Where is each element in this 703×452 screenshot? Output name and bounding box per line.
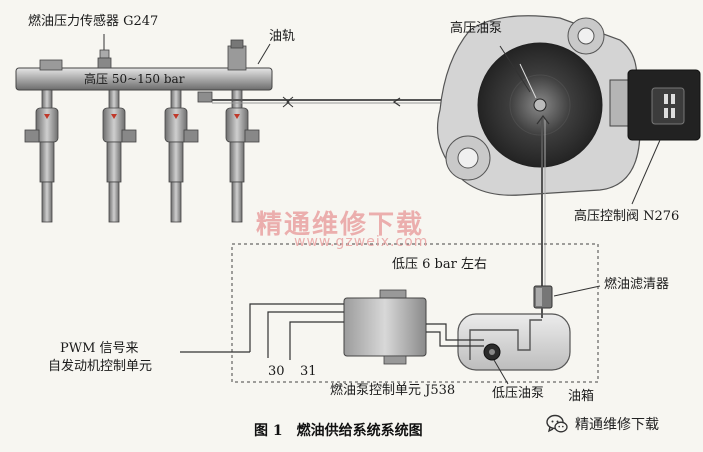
label-fuel-filter: 燃油滤清器 bbox=[604, 277, 670, 292]
rail-leader-line bbox=[257, 43, 271, 65]
high-pressure-pump bbox=[437, 15, 641, 196]
lp-pump-leader-line bbox=[493, 359, 509, 385]
label-control-valve: 高压控制阀 N276 bbox=[574, 209, 680, 224]
wechat-badge-label: 精通维修下载 bbox=[575, 417, 659, 433]
valve-leader-line bbox=[631, 139, 661, 205]
watermark-url: www.gzweix.com bbox=[294, 234, 429, 250]
injector-4 bbox=[225, 89, 260, 223]
low-pressure-pump bbox=[483, 343, 501, 361]
low-pressure-line bbox=[536, 115, 550, 290]
low-pressure-boundary bbox=[231, 243, 599, 383]
pump-leader-line bbox=[499, 45, 531, 93]
label-pump-control-unit: 燃油泵控制单元 J538 bbox=[330, 383, 456, 398]
injector-1 bbox=[24, 89, 59, 223]
label-low-pressure-pump: 低压油泵 bbox=[492, 386, 545, 401]
fuel-tank bbox=[457, 308, 571, 371]
label-wire-30: 30 bbox=[268, 364, 285, 379]
label-high-pressure-range: 高压 50~150 bar bbox=[84, 72, 185, 86]
pump-control-unit bbox=[343, 289, 427, 365]
label-wire-31: 31 bbox=[300, 364, 317, 379]
figure-caption: 图 1 燃油供给系统系统图 bbox=[254, 423, 423, 439]
label-pressure-sensor: 燃油压力传感器 G247 bbox=[28, 14, 159, 29]
high-pressure-line bbox=[212, 91, 461, 111]
fuel-filter bbox=[533, 285, 553, 309]
watermark-title: 精通维修下载 bbox=[256, 210, 425, 240]
label-high-pressure-pump: 高压油泵 bbox=[450, 21, 503, 36]
injector-3 bbox=[164, 89, 199, 223]
wiring bbox=[249, 303, 484, 360]
wechat-icon bbox=[546, 414, 568, 433]
label-fuel-rail: 油轨 bbox=[269, 29, 296, 44]
wechat-badge[interactable]: 精通维修下载 bbox=[545, 412, 659, 436]
injector-2 bbox=[102, 89, 137, 223]
label-low-pressure-range: 低压 6 bar 左右 bbox=[392, 257, 487, 272]
drip-markers bbox=[44, 114, 240, 119]
label-fuel-tank: 油箱 bbox=[568, 389, 595, 404]
control-valve bbox=[609, 69, 701, 141]
fuel-rail bbox=[15, 39, 273, 103]
label-pwm-source: 自发动机控制单元 bbox=[48, 359, 153, 374]
label-pwm-signal: PWM 信号来 bbox=[60, 341, 139, 356]
filter-leader-line bbox=[553, 285, 601, 297]
pressure-sensor bbox=[97, 34, 112, 69]
